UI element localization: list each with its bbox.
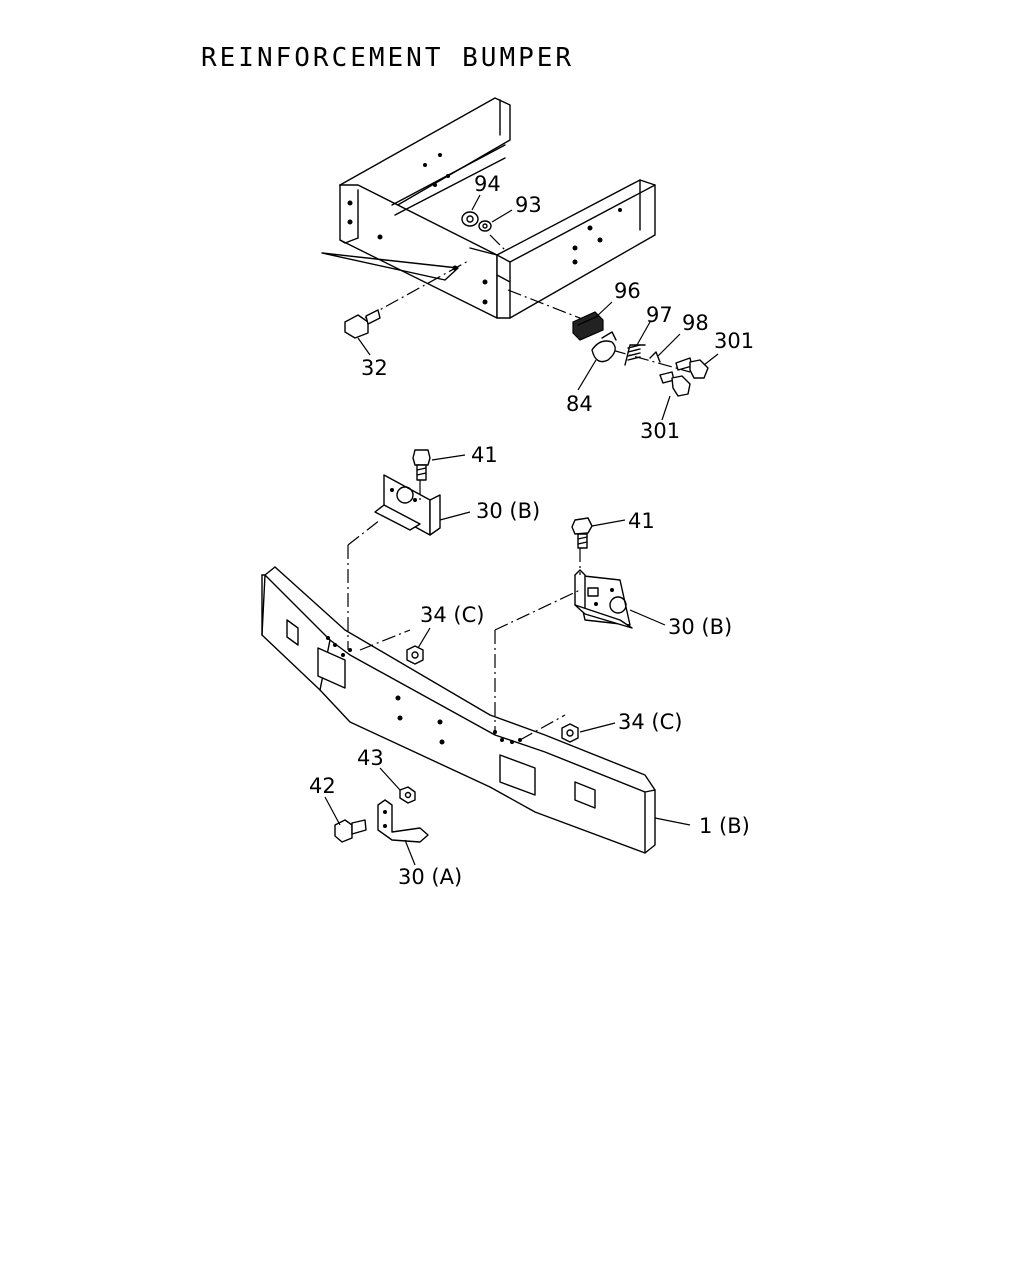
pin-98	[649, 351, 661, 363]
nut-94	[461, 211, 479, 227]
callout-41-left: 41	[471, 443, 498, 467]
nut-34c-left	[406, 645, 424, 665]
callout-98: 98	[682, 311, 709, 335]
callout-30a: 30 (A)	[398, 865, 462, 889]
callout-84: 84	[566, 392, 593, 416]
spring-97	[624, 344, 646, 366]
bolt-301-upper	[675, 357, 709, 379]
callout-42: 42	[309, 774, 336, 798]
callout-43: 43	[357, 746, 384, 770]
callout-97: 97	[646, 303, 673, 327]
chassis-frame	[321, 97, 656, 319]
bolt-42	[334, 819, 367, 843]
nut-43	[399, 786, 416, 804]
callout-41-right: 41	[628, 509, 655, 533]
callout-32: 32	[361, 356, 388, 380]
callout-93: 93	[515, 193, 542, 217]
bumper-1b	[261, 566, 656, 854]
callout-34c-left: 34 (C)	[420, 603, 484, 627]
washer-93	[478, 220, 492, 232]
callout-94: 94	[474, 172, 501, 196]
callout-96: 96	[614, 279, 641, 303]
bracket-30b-right	[574, 569, 633, 629]
bolt-301-lower	[659, 371, 691, 397]
bracket-30b-left	[374, 474, 441, 536]
callout-34c-right: 34 (C)	[618, 710, 682, 734]
diagram-title: REINFORCEMENT BUMPER	[201, 43, 574, 73]
bolt-41-right	[571, 517, 593, 549]
bolt-32	[344, 309, 381, 339]
block-96	[572, 311, 604, 341]
callout-301-lower: 301	[640, 419, 680, 443]
bolt-41-left	[412, 449, 431, 481]
nut-34c-right	[561, 723, 579, 743]
callout-301-upper: 301	[714, 329, 754, 353]
bracket-30a	[377, 799, 429, 843]
callout-30b-left: 30 (B)	[476, 499, 540, 523]
callout-1b: 1 (B)	[699, 814, 750, 838]
callout-30b-right: 30 (B)	[668, 615, 732, 639]
tow-hook-84	[591, 331, 617, 363]
